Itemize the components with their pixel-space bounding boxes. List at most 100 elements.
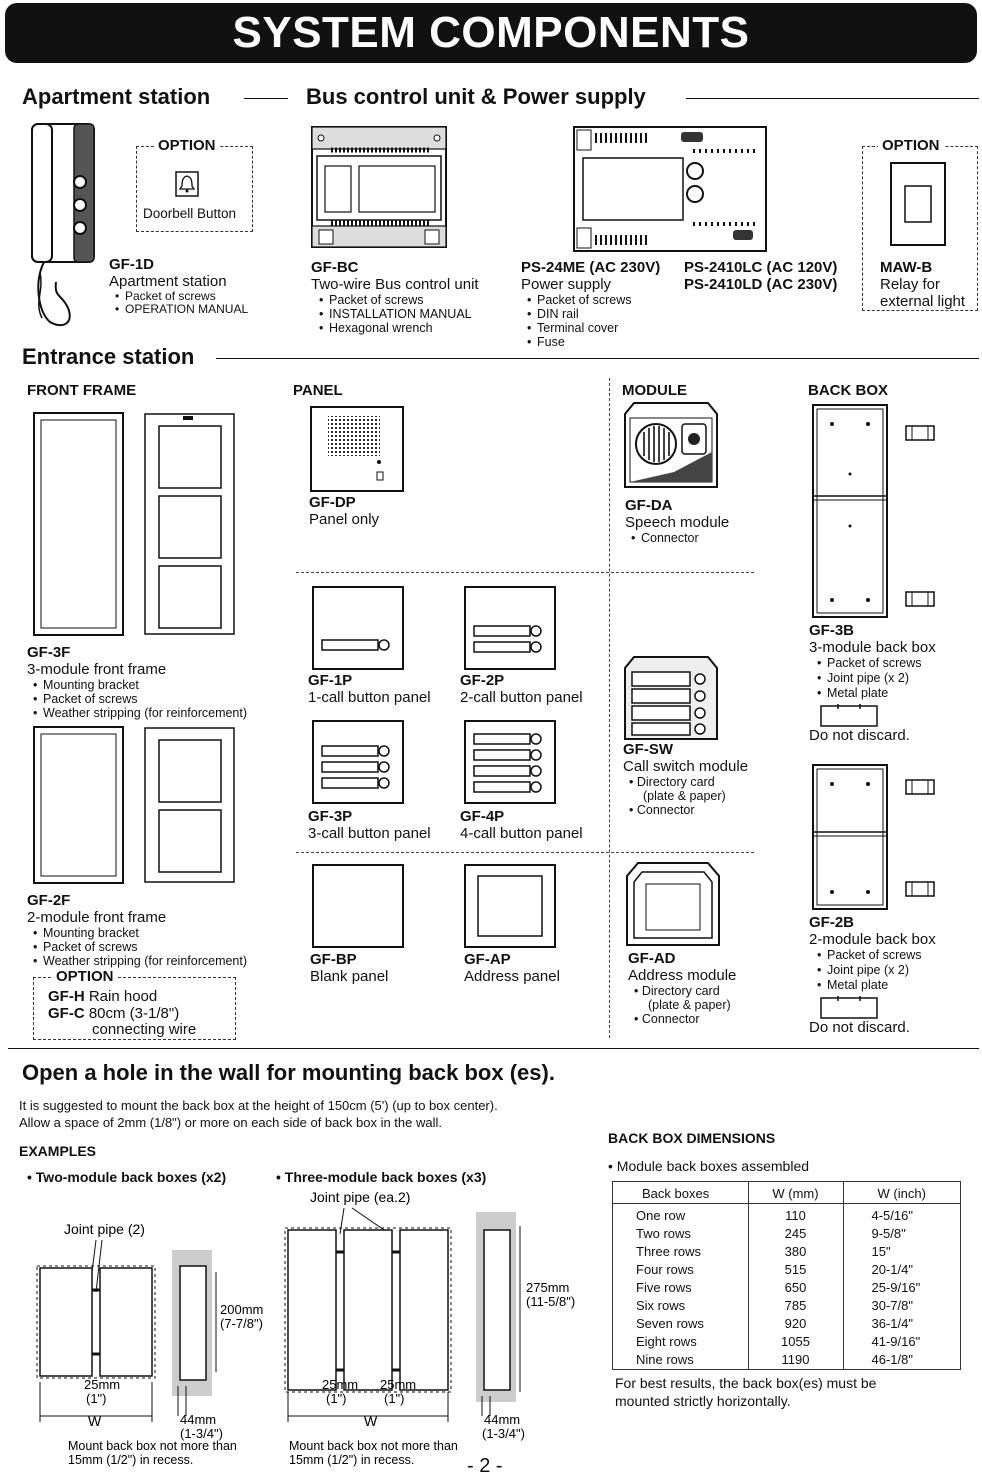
gf-1d-info: GF-1D Apartment station Packet of screws… [109,256,248,316]
maw-b-line2: external light [880,293,966,310]
gf-bp-info: GF-BP Blank panel [310,951,388,985]
cell-w-inch: 9-5/8" [842,1225,960,1243]
width-label: W [88,1413,102,1429]
gf-3f-info: GF-3F 3-module front frame Mounting brac… [27,644,247,720]
list-item: Metal plate [817,978,936,993]
wall-paragraph-1: It is suggested to mount the back box at… [19,1098,498,1113]
cell-w-mm: 785 [747,1297,843,1315]
gf-3p-model: GF-3P [308,808,353,825]
speech-module-illustration [624,402,718,488]
gf-ad-card: Directory card [641,984,720,998]
metal-plate-icon [820,704,878,727]
gf-sw-item-1: • Directory card [629,775,715,789]
ps-24me-info: PS-24ME (AC 230V) Power supply Packet of… [521,259,660,349]
gf-3p-info: GF-3P 3-call button panel [308,808,431,842]
gf-1p-info: GF-1P 1-call button panel [308,672,431,706]
option-label: OPTION [52,968,118,985]
list-item: DIN rail [527,307,660,321]
gf-3b-note: Do not discard. [809,727,910,744]
list-item: Mounting bracket [33,678,247,692]
section-entrance-title: Entrance station [22,344,195,369]
gf-c-option: GF-C 80cm (3-1/8") [48,1005,179,1022]
gf-4p-name: 4-call button panel [460,825,583,842]
list-item: Joint pipe (x 2) [817,963,936,978]
list-item: Packet of screws [319,293,479,307]
cell-w-mm: 1055 [747,1333,843,1351]
speaker-panel-illustration [310,406,404,492]
back-box-3-illustration [812,404,935,618]
joint-pipe-each-label: Joint pipe (ea.2) [310,1189,410,1205]
gf-da-items: Connector [631,531,729,545]
list-item: Connector [631,531,729,545]
list-item: Packet of screws [527,293,660,307]
height-200-label: 200mm [220,1302,263,1317]
cell-w-inch: 25-9/16" [842,1279,960,1297]
cell-w-mm: 515 [747,1261,843,1279]
power-supply-illustration [573,126,767,252]
gap-inch-label: (1") [326,1391,347,1406]
grid-divider [296,572,754,573]
section-wall-title: Open a hole in the wall for mounting bac… [22,1060,555,1085]
gf-h-model: GF-H [48,988,85,1005]
depth-inch-label: (1-3/4") [482,1426,525,1441]
height-275-inch-label: (11-5/8") [526,1294,575,1309]
depth-inch-label: (1-3/4") [180,1426,223,1441]
gf-2b-note: Do not discard. [809,1019,910,1036]
gf-ad-model: GF-AD [628,950,676,967]
panel-1-call-illustration [312,586,404,670]
grid-divider [296,852,754,853]
panel-2-call-illustration [464,586,556,670]
address-panel-illustration [464,864,556,948]
gf-3b-name: 3-module back box [809,639,936,656]
height-275-label: 275mm [526,1280,569,1295]
gf-3b-info: GF-3B 3-module back box Packet of screws… [809,622,936,701]
gf-dp-model: GF-DP [309,494,356,511]
list-item: Packet of screws [33,692,247,706]
dims-title: BACK BOX DIMENSIONS [608,1130,776,1146]
relay-illustration [890,162,946,246]
panel-4-call-illustration [464,720,556,804]
gf-dp-info: GF-DP Panel only [309,494,379,528]
cell-back-boxes: Four rows [636,1262,694,1277]
gf-1d-name: Apartment station [109,273,227,290]
gf-ad-item-1: • Directory card [634,984,720,998]
section-apartment-title: Apartment station [22,84,211,109]
cell-w-mm: 110 [747,1203,843,1225]
list-item: Packet of screws [115,290,248,304]
gf-da-model: GF-DA [625,497,673,514]
gf-sw-card: Directory card [636,775,715,789]
gap-inch-label: (1") [384,1391,405,1406]
gf-2p-model: GF-2P [460,672,505,689]
list-item: Packet of screws [817,948,936,963]
ps-2410ld-model: PS-2410LD (AC 230V) [684,276,838,293]
example-two-module: • Two-module back boxes (x2) [27,1169,227,1185]
gf-ad-connector: Connector [641,1012,700,1026]
gf-2f-info: GF-2F 2-module front frame Mounting brac… [27,892,247,968]
option-label: OPTION [878,137,944,154]
col-header-back-boxes: Back boxes [613,1182,748,1204]
grid-divider [609,378,610,1038]
section-rule [216,358,979,359]
col-header-w-mm: W (mm) [747,1182,843,1204]
gf-2p-name: 2-call button panel [460,689,583,706]
apartment-station-illustration [31,123,95,327]
dims-note-1: For best results, the back box(es) must … [615,1375,877,1391]
ps-2410-info: PS-2410LC (AC 120V) PS-2410LD (AC 230V) [684,259,837,293]
list-item: Weather stripping (for reinforcement) [33,706,247,720]
cell-back-boxes: Five rows [636,1280,692,1295]
cell-back-boxes: Three rows [636,1244,702,1259]
gf-c-model: GF-C [48,1005,85,1022]
mounting-examples-diagram: Joint pipe (2) 25mm (1") W 200mm (7-7/8"… [36,1189,575,1467]
section-rule [686,98,979,99]
gf-1p-name: 1-call button panel [308,689,431,706]
dims-note-2: mounted strictly horizontally. [615,1393,791,1409]
section-bus-title: Bus control unit & Power supply [306,84,646,109]
ps-24me-name: Power supply [521,276,612,293]
gf-2b-name: 2-module back box [809,931,936,948]
